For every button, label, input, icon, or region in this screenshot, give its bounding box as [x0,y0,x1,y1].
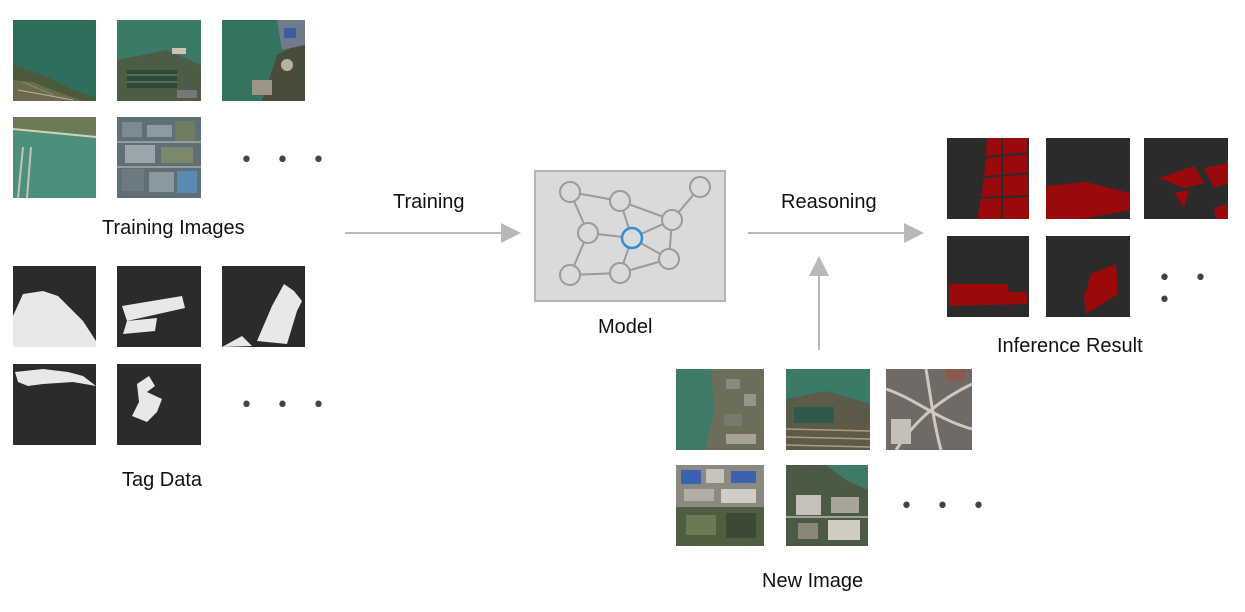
tag-mask-3 [222,266,305,347]
tag-mask-4 [13,364,96,445]
new-image-2 [786,369,870,450]
training-images-ellipsis: • • • [240,148,333,173]
new-image-5 [786,465,868,546]
model-label: Model [598,316,653,338]
new-image-1 [676,369,764,450]
training-image-2 [117,20,201,101]
new-image-3 [886,369,972,450]
model-network-icon [534,170,726,302]
tag-mask-5 [117,364,201,445]
training-arrow-label: Training [393,191,465,213]
result-mask-3 [1144,138,1228,219]
result-mask-1 [947,138,1029,219]
inference-result-label: Inference Result [997,335,1143,357]
tag-mask-1 [13,266,96,347]
reasoning-arrow-label: Reasoning [781,191,877,213]
new-image-4 [676,465,764,546]
tag-mask-2 [117,266,201,347]
training-image-3 [222,20,305,101]
new-image-ellipsis: • • • [900,494,993,519]
training-image-5 [117,117,201,198]
inference-result-ellipsis: • • • [1158,266,1215,313]
result-mask-5 [1046,236,1130,317]
tag-data-ellipsis: • • • [240,393,333,418]
result-mask-4 [947,236,1029,317]
training-image-4 [13,117,96,198]
tag-data-label: Tag Data [122,469,203,491]
new-image-label: New Image [762,570,864,592]
training-images-label: Training Images [102,217,245,239]
training-image-1 [13,20,96,101]
result-mask-2 [1046,138,1130,219]
